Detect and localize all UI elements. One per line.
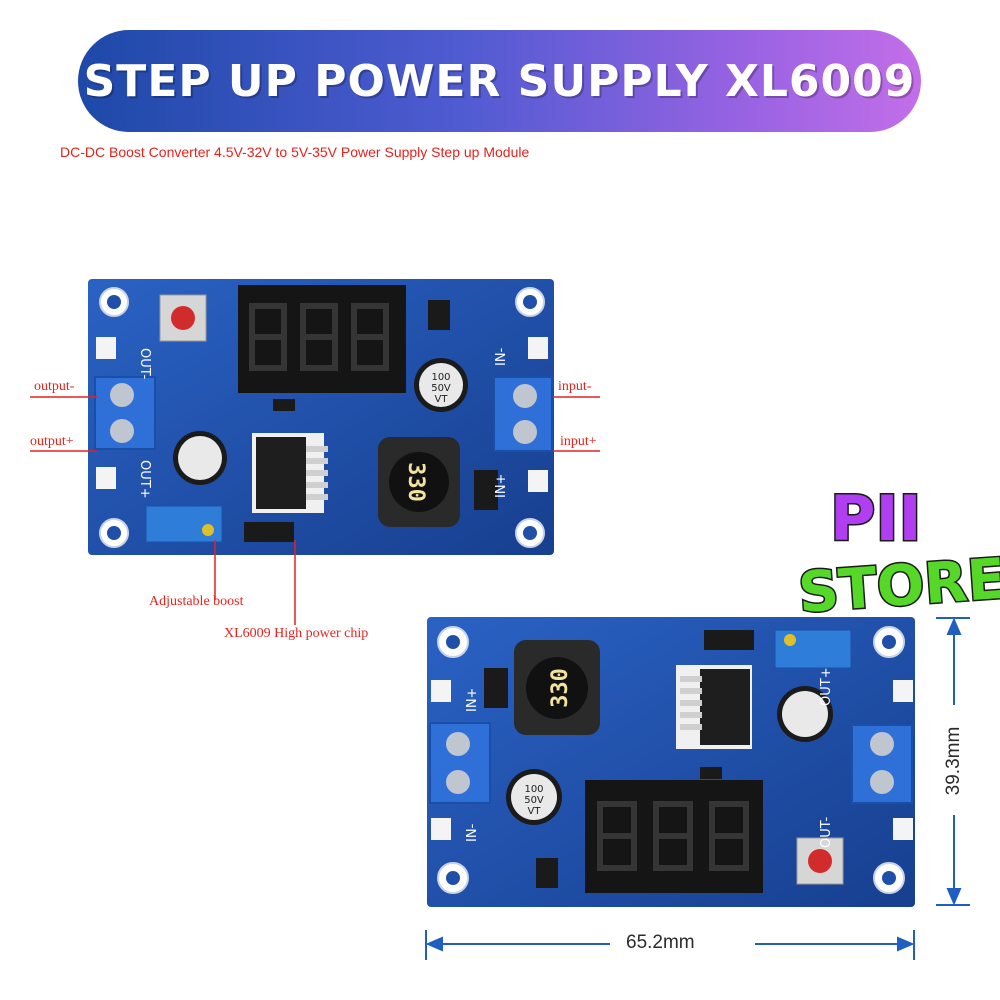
cap-text-bottom-1: 100 — [524, 784, 543, 795]
cap-text-bottom-3: VT — [528, 806, 542, 817]
width-dimension: 65.2mm — [626, 932, 695, 953]
cap-text-top-1: 100 — [431, 372, 450, 383]
logo-text-1: PII — [830, 482, 922, 555]
in-plus-label-top: IN+ — [494, 474, 509, 498]
out-minus-label-top: OUT- — [137, 348, 152, 379]
logo-text-2: STORE — [796, 547, 1000, 618]
cap-text-top-2: 50V — [431, 383, 451, 394]
callout-chip: XL6009 High power chip — [224, 626, 369, 641]
callout-input-plus: input+ — [560, 434, 597, 449]
page-title: STEP UP POWER SUPPLY XL6009 — [83, 55, 916, 107]
in-plus-label-bottom: IN+ — [465, 688, 480, 712]
out-plus-label-bottom: OUT+ — [819, 667, 834, 706]
cap-text-top-3: VT — [435, 394, 449, 405]
callout-output-minus: output- — [34, 379, 75, 394]
title-banner: STEP UP POWER SUPPLY XL6009 — [78, 30, 921, 132]
inductor-label-bottom: 330 — [548, 668, 573, 708]
board-bottom — [427, 617, 915, 907]
dimension-lines — [425, 617, 970, 960]
board-top — [88, 279, 554, 555]
cap-text-bottom-2: 50V — [524, 795, 544, 806]
callout-output-plus: output+ — [30, 434, 74, 449]
inductor-label-top: 330 — [403, 462, 428, 502]
out-minus-label-bottom: OUT- — [819, 817, 834, 848]
callout-input-minus: input- — [558, 379, 592, 394]
in-minus-label-top: IN- — [494, 347, 509, 366]
height-dimension: 39.3mm — [943, 726, 964, 796]
store-logo: PII STORE — [795, 481, 1000, 619]
in-minus-label-bottom: IN- — [465, 823, 480, 842]
led-display — [249, 303, 389, 371]
callout-adjustable-boost: Adjustable boost — [149, 594, 244, 609]
product-subtitle: DC-DC Boost Converter 4.5V-32V to 5V-35V… — [60, 144, 530, 160]
out-plus-label-top: OUT+ — [137, 460, 152, 499]
